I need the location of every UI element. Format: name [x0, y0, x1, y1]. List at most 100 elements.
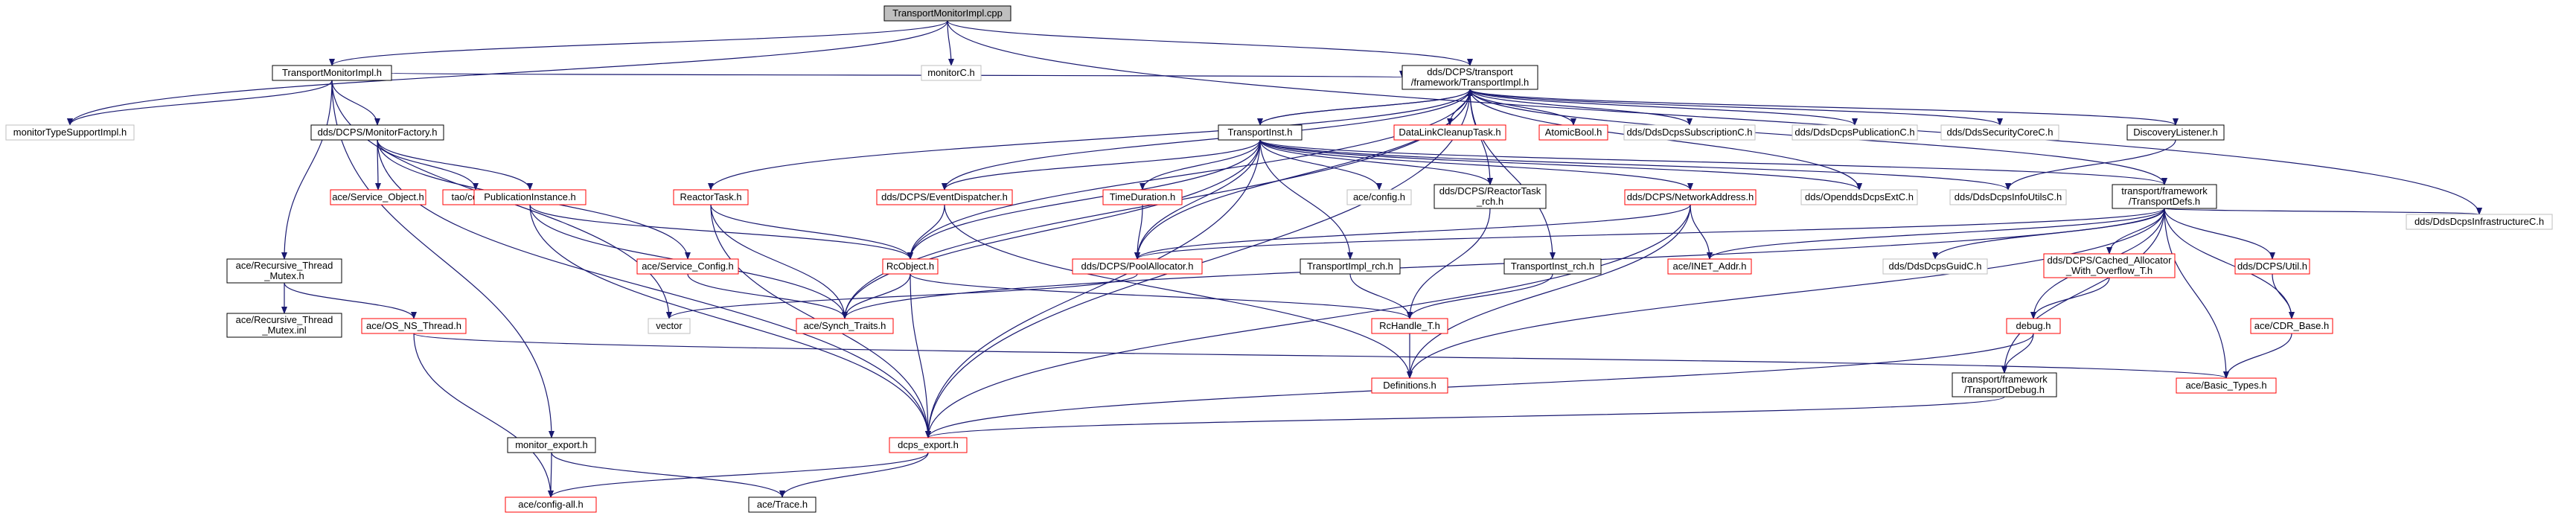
edge-debug-to-dcps_export	[925, 333, 2034, 438]
node-box	[507, 437, 596, 453]
edge-netaddr-to-definitions	[1407, 204, 1691, 379]
edge-transportinst-to-transportimpl	[1259, 89, 1473, 126]
edge-tmi_h-to-monTSI	[67, 80, 333, 126]
node-box	[473, 189, 587, 205]
node-pubC[interactable]: dds/DdsDcpsPublicationC.h	[1792, 124, 1918, 141]
node-label: dds/DCPS/Cached_Allocator	[2048, 255, 2173, 266]
node-rec_mutex[interactable]: ace/Recursive_Thread_Mutex.h	[226, 258, 342, 284]
node-transportimpl[interactable]: dds/DCPS/transport/framework/TransportIm…	[1402, 65, 1538, 90]
node-reactortask_rch[interactable]: dds/DCPS/ReactorTask_rch.h	[1434, 184, 1547, 209]
node-box	[361, 318, 467, 334]
node-rchandle[interactable]: RcHandle_T.h	[1371, 318, 1448, 334]
edge-root-to-transportimpl	[947, 20, 1473, 66]
edge-util-to-cdr_base	[2272, 273, 2295, 319]
edge-monitorfactory-to-pubinst	[377, 139, 533, 191]
node-pubinst[interactable]: PublicationInstance.h	[473, 189, 587, 205]
node-os_ns_thread[interactable]: ace/OS_NS_Thread.h	[361, 318, 467, 334]
node-dcps_export[interactable]: dcps_export.h	[889, 437, 968, 453]
node-cdr_base[interactable]: ace/CDR_Base.h	[2250, 318, 2333, 334]
edge-reactortask_rch-to-rchandle	[1407, 208, 1491, 319]
node-label: ace/Service_Config.h	[642, 261, 734, 272]
node-monitor_export[interactable]: monitor_export.h	[507, 437, 596, 453]
node-trace[interactable]: ace/Trace.h	[748, 496, 816, 513]
node-transportdefs[interactable]: transport/framework/TransportDefs.h	[2112, 184, 2217, 209]
node-evdisp[interactable]: dds/DCPS/EventDispatcher.h	[876, 189, 1013, 205]
node-config_all[interactable]: ace/config-all.h	[505, 496, 597, 513]
node-basic_types[interactable]: ace/Basic_Types.h	[2176, 377, 2277, 394]
edge-os_ns_thread-to-basic_types	[413, 333, 2229, 379]
node-box	[1800, 189, 1918, 205]
node-inetaddr[interactable]: ace/INET_Addr.h	[1667, 258, 1752, 275]
node-label: _Mutex.h	[263, 270, 304, 281]
node-aceconfig[interactable]: ace/config.h	[1346, 189, 1412, 205]
node-opendds_ext[interactable]: dds/OpenddsDcpsExtC.h	[1800, 189, 1918, 205]
edge-transportinst-to-transportdefs	[1259, 139, 2167, 185]
edge-transportdefs-to-definitions	[1407, 208, 2165, 379]
node-debug[interactable]: debug.h	[2006, 318, 2061, 334]
node-dlct[interactable]: DataLinkCleanupTask.h	[1393, 124, 1506, 141]
node-subC[interactable]: dds/DdsDcpsSubscriptionC.h	[1623, 124, 1756, 141]
node-guidC[interactable]: dds/DdsDcpsGuidC.h	[1882, 258, 1988, 275]
edge-transportdefs-to-util	[2164, 208, 2275, 260]
node-tii_rch[interactable]: TransportImpl_rch.h	[1300, 258, 1401, 275]
edge-transportinst-to-rcobject	[907, 139, 1261, 260]
node-secC[interactable]: dds/DdsSecurityCoreC.h	[1940, 124, 2059, 141]
node-box	[1952, 372, 2057, 397]
node-label: ReactorTask.h	[680, 191, 741, 202]
node-label: ace/config-all.h	[518, 499, 583, 510]
node-svcconfig[interactable]: ace/Service_Config.h	[636, 258, 739, 275]
edge-poolalloc-to-vector	[666, 273, 1138, 319]
edge-pubinst-to-rcobject	[529, 204, 913, 260]
node-rec_mutex_inl[interactable]: ace/Recursive_Thread_Mutex.inl	[226, 313, 342, 338]
node-timeduration[interactable]: TimeDuration.h	[1102, 189, 1183, 205]
node-atomicbool[interactable]: AtomicBool.h	[1538, 124, 1608, 141]
node-label: ace/CDR_Base.h	[2254, 320, 2329, 331]
node-monitorC[interactable]: monitorC.h	[921, 65, 982, 81]
node-reactortask[interactable]: ReactorTask.h	[673, 189, 749, 205]
node-label: dds/DCPS/Util.h	[2237, 261, 2307, 272]
node-label: ace/OS_NS_Thread.h	[366, 320, 461, 331]
node-tmi_h[interactable]: TransportMonitorImpl.h	[272, 65, 392, 81]
node-svcobj[interactable]: ace/Service_Object.h	[330, 189, 426, 205]
edge-transportinst-to-aceconfig	[1259, 139, 1382, 191]
node-label: TransportInst.h	[1228, 127, 1293, 138]
node-monitorfactory[interactable]: dds/DCPS/MonitorFactory.h	[310, 124, 444, 141]
node-box	[2112, 184, 2217, 209]
edge-transportdefs-to-cdr_base	[2164, 208, 2295, 319]
node-label: /TransportDefs.h	[2129, 196, 2200, 207]
node-label: TransportImpl_rch.h	[1307, 261, 1393, 272]
node-label: dds/DdsDcpsInfrastructureC.h	[2414, 216, 2544, 227]
node-label: ace/Synch_Traits.h	[804, 320, 886, 331]
edge-evdisp-to-definitions	[944, 204, 1413, 379]
node-label: dds/DdsDcpsPublicationC.h	[1794, 127, 1914, 138]
node-synch_traits[interactable]: ace/Synch_Traits.h	[796, 318, 894, 334]
edge-reactortask-to-rcobject	[710, 204, 913, 260]
node-box	[1402, 65, 1538, 90]
node-label: dds/OpenddsDcpsExtC.h	[1805, 191, 1914, 202]
edges-layer	[67, 20, 2482, 498]
node-label: ace/Recursive_Thread	[236, 260, 333, 271]
node-infraC[interactable]: dds/DdsDcpsInfrastructureC.h	[2406, 214, 2553, 230]
node-cached_alloc[interactable]: dds/DCPS/Cached_Allocator_With_Overflow_…	[2043, 253, 2176, 278]
node-util[interactable]: dds/DCPS/Util.h	[2234, 258, 2310, 275]
node-monTSI[interactable]: monitorTypeSupportImpl.h	[5, 124, 135, 141]
node-rcobject[interactable]: RcObject.h	[882, 258, 939, 275]
edge-transportdefs-to-basic_types	[2164, 208, 2229, 379]
node-box	[1300, 258, 1401, 275]
node-tin_rch[interactable]: TransportInst_rch.h	[1503, 258, 1602, 275]
node-transportinst[interactable]: TransportInst.h	[1218, 124, 1303, 141]
node-poolalloc[interactable]: dds/DCPS/PoolAllocator.h	[1072, 258, 1203, 275]
node-label: _rch.h	[1476, 196, 1503, 207]
node-infoutils[interactable]: dds/DdsDcpsInfoUtilsC.h	[1949, 189, 2067, 205]
node-netaddr[interactable]: dds/DCPS/NetworkAddress.h	[1624, 189, 1757, 205]
edge-root-to-monTSI	[67, 20, 948, 126]
node-box	[1940, 124, 2059, 141]
node-disclistener[interactable]: DiscoveryListener.h	[2126, 124, 2225, 141]
node-transportdebug[interactable]: transport/framework/TransportDebug.h	[1952, 372, 2057, 397]
node-label: dds/DdsDcpsSubscriptionC.h	[1626, 127, 1752, 138]
edge-transportdefs-to-poolalloc	[1134, 208, 2165, 260]
node-vector[interactable]: vector	[648, 318, 691, 334]
node-definitions[interactable]: Definitions.h	[1371, 377, 1448, 394]
edge-transportinst-to-infoutils	[1259, 139, 2011, 191]
node-box	[748, 496, 816, 513]
